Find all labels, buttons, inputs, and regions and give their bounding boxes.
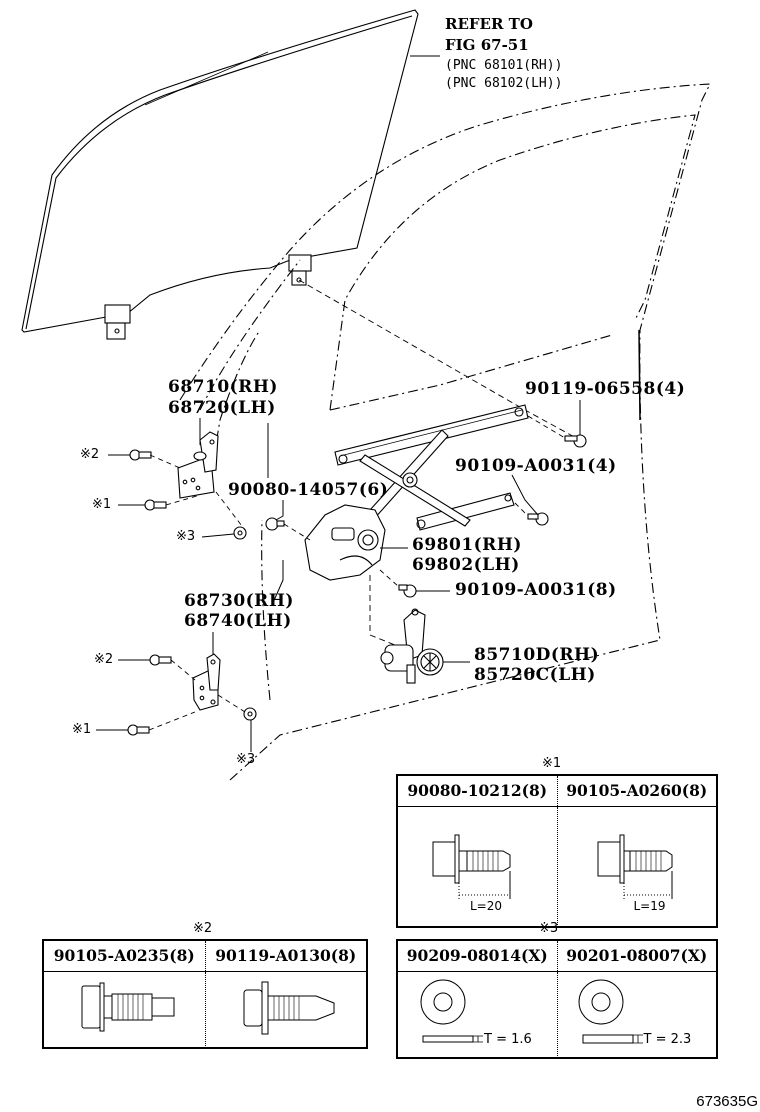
ref-mark-2-lower: ※2 <box>94 652 114 667</box>
table-mark2-title: ※2 <box>193 921 213 936</box>
table-mark1-illustration-1: L=20 <box>398 807 557 925</box>
table-mark3-part-1[interactable]: 90209-08014(X) <box>406 946 548 965</box>
table-mark2: 90105-A0235(8) 90119-A0130(8) <box>42 939 368 1049</box>
callout-upper-hinge-lh[interactable]: 68720(LH) <box>168 398 276 418</box>
table-mark1: 90080-10212(8) 90105-A0260(8) L=20 <box>396 774 718 928</box>
ref-mark-3-lower: ※3 <box>236 752 256 767</box>
table-mark2-part-2[interactable]: 90119-A0130(8) <box>204 941 367 971</box>
door-glass <box>21 9 440 340</box>
table-mark1-title: ※1 <box>542 756 562 771</box>
ref-mark-2-upper: ※2 <box>80 447 100 462</box>
callout-upper-hinge-rh[interactable]: 68710(RH) <box>168 377 278 397</box>
flange-bolt-icon <box>432 834 511 899</box>
callout-bolt-90080-14057[interactable]: 90080-14057(6) <box>228 480 389 500</box>
table-mark1-illustration-2: L=19 <box>556 807 717 925</box>
regulator-motor <box>380 608 444 684</box>
washer-icon <box>420 979 483 1043</box>
callout-bolt-90109-a0031-8[interactable]: 90109-A0031(8) <box>455 580 617 600</box>
table-mark1-dim-1: L=20 <box>470 899 503 913</box>
callout-lower-hinge-lh[interactable]: 68740(LH) <box>184 611 292 631</box>
table-mark3-part-2[interactable]: 90201-08007(X) <box>556 941 717 971</box>
table-mark3-dim-1: T = 1.6 <box>484 1032 532 1047</box>
ref-mark-3-upper: ※3 <box>176 529 196 544</box>
callout-motor-lh[interactable]: 85720C(LH) <box>474 665 596 685</box>
refer-note-line2: FIG 67-51 <box>445 36 529 54</box>
table-mark3-title: ※3 <box>539 921 559 936</box>
refer-note-line1: REFER TO <box>445 15 533 33</box>
table-mark3-illustration-1: T = 1.6 <box>398 972 557 1056</box>
lower-hinge <box>192 653 221 711</box>
glass-bracket-rear <box>288 254 312 272</box>
flange-bolt-icon <box>597 834 672 899</box>
callout-regulator-rh[interactable]: 69801(RH) <box>412 535 522 555</box>
table-mark2-illustration-1 <box>44 972 205 1046</box>
table-mark3-illustration-2: T = 2.3 <box>556 972 717 1056</box>
table-mark1-dim-2: L=19 <box>633 899 666 913</box>
ref-mark-1-upper: ※1 <box>92 497 112 512</box>
callout-lower-hinge-rh[interactable]: 68730(RH) <box>184 591 294 611</box>
glass-bracket-front <box>104 304 131 324</box>
table-mark1-part-1[interactable]: 90080-10212(8) <box>407 781 548 800</box>
callout-bolt-90109-a0031-4[interactable]: 90109-A0031(4) <box>455 456 617 476</box>
window-regulator <box>304 404 529 581</box>
refer-note-line3: (PNC 68101(RH)) <box>445 58 563 73</box>
table-mark2-part-1[interactable]: 90105-A0235(8) <box>53 946 195 965</box>
refer-note-line4: (PNC 68102(LH)) <box>445 76 563 91</box>
table-mark3: 90209-08014(X) 90201-08007(X) T = 1.6 T … <box>396 939 718 1059</box>
tapered-bolt-icon <box>243 981 334 1035</box>
table-mark1-part-2[interactable]: 90105-A0260(8) <box>556 776 717 806</box>
upper-hinge <box>177 431 219 499</box>
figure-number: 673635G <box>696 1093 758 1110</box>
table-mark2-illustration-2 <box>204 972 367 1046</box>
washer-icon <box>578 979 643 1044</box>
ref-mark-1-lower: ※1 <box>72 722 92 737</box>
table-mark3-dim-2: T = 2.3 <box>643 1032 692 1047</box>
callout-regulator-lh[interactable]: 69802(LH) <box>412 555 520 575</box>
flange-bolt-icon <box>81 982 175 1032</box>
callout-bolt-90119-06558[interactable]: 90119-06558(4) <box>525 379 686 399</box>
callout-motor-rh[interactable]: 85710D(RH) <box>474 645 600 665</box>
door-frame <box>179 83 711 781</box>
